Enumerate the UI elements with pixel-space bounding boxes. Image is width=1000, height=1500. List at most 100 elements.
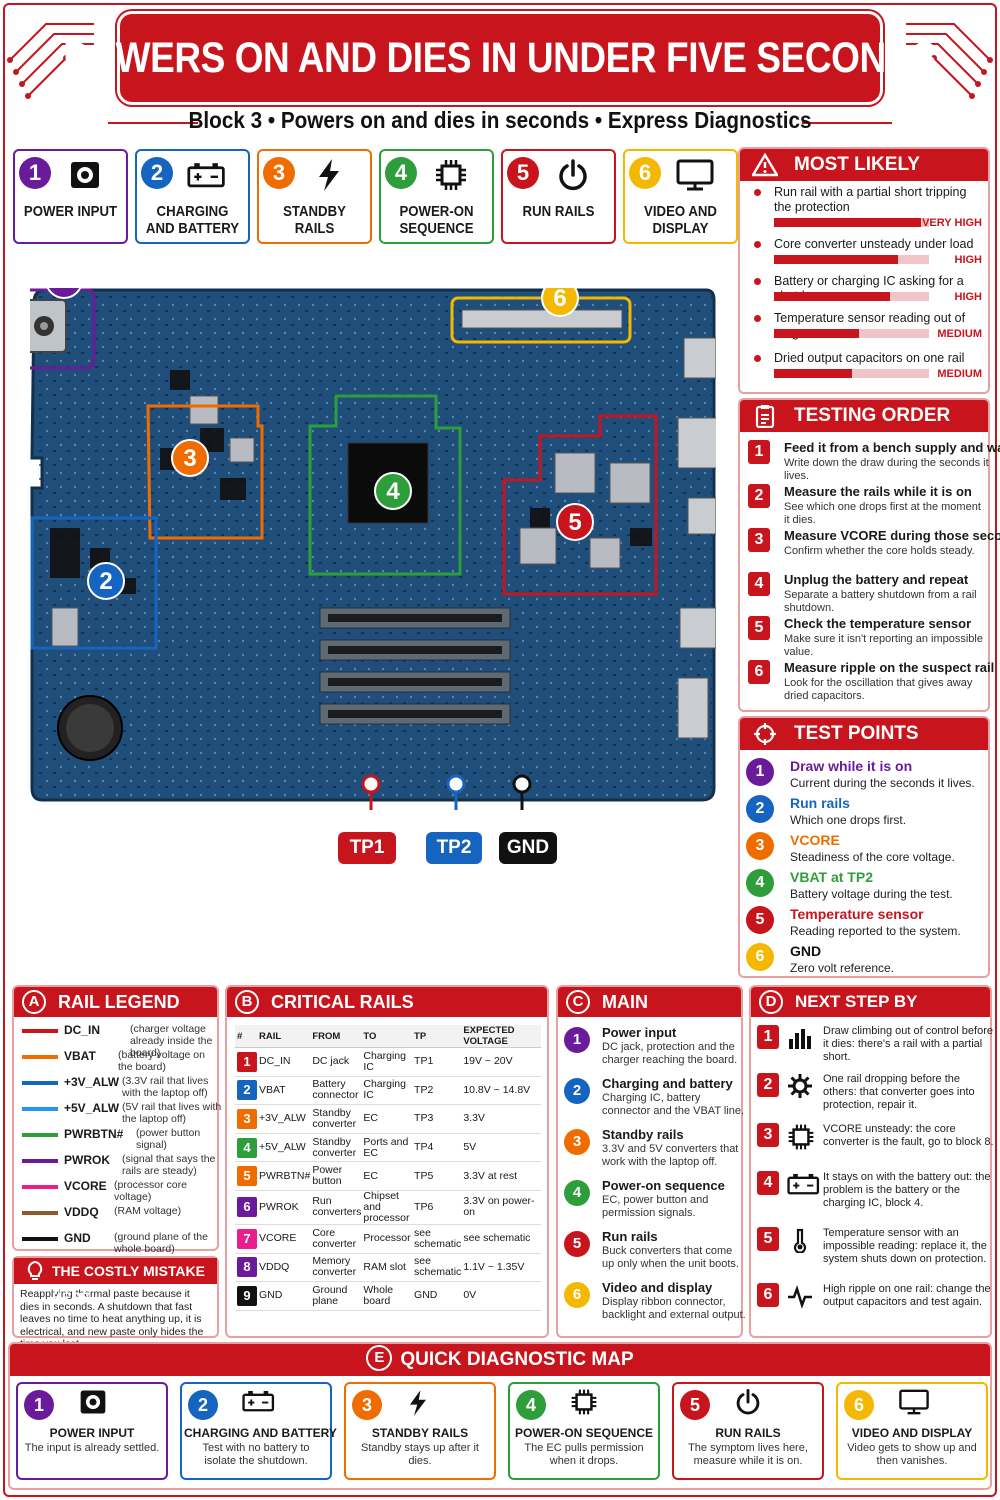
test-point-desc: Steadiness of the core voltage. xyxy=(790,850,955,864)
cause-text: Run rail with a partial short tripping t… xyxy=(774,185,967,214)
costly-mistake-panel: THE COSTLY MISTAKE HERE Reapplying therm… xyxy=(12,1256,219,1350)
step-number: 4 xyxy=(748,572,770,596)
table-cell: 3.3V at rest xyxy=(461,1161,541,1191)
rail-number-badge: 1 xyxy=(237,1051,257,1072)
panel-header: TEST POINTS xyxy=(740,718,988,750)
panel-title: CRITICAL RAILS xyxy=(271,992,414,1012)
panel-title: MAIN SECTIONS xyxy=(602,992,695,1042)
monitor-icon xyxy=(898,1388,930,1418)
zone-5-outline xyxy=(502,414,658,596)
panel-letter: D xyxy=(759,990,783,1014)
table-header-cell: TP xyxy=(412,1025,462,1048)
page-title: POWERS ON AND DIES IN UNDER FIVE SECONDS xyxy=(63,33,937,82)
section-label: VIDEO AND DISPLAY xyxy=(644,203,717,237)
section-number: 4 xyxy=(385,157,417,189)
section-label: STANDBY RAILS xyxy=(283,203,346,237)
table-cell: PWRBTN# xyxy=(257,1161,311,1191)
quick-map-desc: Test with no battery to isolate the shut… xyxy=(202,1442,310,1467)
table-cell: Core converter xyxy=(310,1224,362,1254)
table-cell: PWROK xyxy=(257,1190,311,1225)
next-step-number: 1 xyxy=(757,1025,779,1049)
legend-line-swatch xyxy=(22,1081,58,1085)
table-cell: +3V_ALW xyxy=(257,1104,311,1134)
legend-item: +5V_ALW(5V rail that lives with the lapt… xyxy=(22,1101,226,1127)
panel-letter: C xyxy=(566,990,590,1014)
test-point-name: VCORE xyxy=(790,832,840,848)
test-point-desc: Battery voltage during the test. xyxy=(790,887,953,901)
panel-title: THE COSTLY MISTAKE HERE xyxy=(52,1263,205,1305)
quick-map-number: 6 xyxy=(844,1390,874,1420)
quick-map-name: STANDBY RAILS xyxy=(371,1426,469,1440)
likelihood-bar-fill xyxy=(774,369,852,378)
table-cell: see schematic xyxy=(412,1224,462,1254)
legend-line-swatch xyxy=(22,1159,58,1163)
step-desc: Separate a battery shutdown from a rail … xyxy=(784,589,977,614)
circuit-decoration-left xyxy=(7,23,94,99)
next-step-number: 6 xyxy=(757,1283,779,1307)
main-section-name: Power input xyxy=(602,1025,677,1040)
likelihood-bar-fill xyxy=(774,292,891,301)
quick-map-name: CHARGING AND BATTERY xyxy=(184,1426,337,1440)
legend-item: PWRBTN#(power button signal) xyxy=(22,1127,226,1153)
panel-title: NEXT STEP BY READING xyxy=(795,992,918,1041)
table-cell: TP4 xyxy=(412,1133,462,1163)
cause-item: Run rail with a partial short tripping t… xyxy=(754,185,986,229)
step-title: Measure the rails while it is on xyxy=(784,484,972,499)
section-number: 5 xyxy=(507,157,539,189)
main-section-desc: 3.3V and 5V converters that work with th… xyxy=(602,1143,739,1168)
table-cell: Memory converter xyxy=(310,1253,362,1283)
next-step-desc: Temperature sensor with an impossible re… xyxy=(823,1227,987,1265)
legend-rail-name: VBAT xyxy=(64,1049,96,1063)
next-step-number: 2 xyxy=(757,1073,779,1097)
test-point-name: Draw while it is on xyxy=(790,758,913,774)
zone-badge-1: 1 xyxy=(57,288,70,294)
test-point-desc: Reading reported to the system. xyxy=(790,924,961,938)
likelihood-level: VERY HIGH xyxy=(922,217,982,229)
test-point-number: 1 xyxy=(746,758,774,786)
step-title: Unplug the battery and repeat xyxy=(784,572,969,587)
test-point-name: VBAT at TP2 xyxy=(790,869,873,885)
quick-map-name: VIDEO AND DISPLAY xyxy=(851,1426,973,1440)
gear-icon xyxy=(787,1073,813,1099)
main-section-number: 2 xyxy=(564,1078,590,1104)
power-icon xyxy=(553,159,593,191)
panel-header: D NEXT STEP BY READING xyxy=(751,987,990,1041)
quick-map-number: 2 xyxy=(188,1390,218,1420)
legend-line-swatch xyxy=(22,1029,58,1033)
legend-line-swatch xyxy=(22,1107,58,1111)
table-cell: +5V_ALW xyxy=(257,1133,311,1163)
table-cell: see schematic xyxy=(461,1224,541,1254)
chip-icon xyxy=(431,159,471,191)
main-section-number: 6 xyxy=(564,1282,590,1308)
table-cell: 2 xyxy=(235,1076,257,1106)
table-header-cell: FROM xyxy=(310,1025,362,1048)
test-point-number: 3 xyxy=(746,832,774,860)
legend-rail-desc: (charger voltage already inside the boar… xyxy=(130,1023,213,1059)
rail-number-badge: 3 xyxy=(237,1108,257,1129)
quick-map-number: 5 xyxy=(680,1390,710,1420)
quick-map-number: 1 xyxy=(24,1390,54,1420)
legend-rail-desc: (battery voltage on the board) xyxy=(118,1049,205,1073)
table-cell: DC jack xyxy=(310,1047,362,1077)
likelihood-level: HIGH xyxy=(954,254,983,266)
rail-number-badge: 4 xyxy=(237,1137,257,1158)
legend-item: GND(ground plane of the whole board) xyxy=(22,1231,226,1257)
